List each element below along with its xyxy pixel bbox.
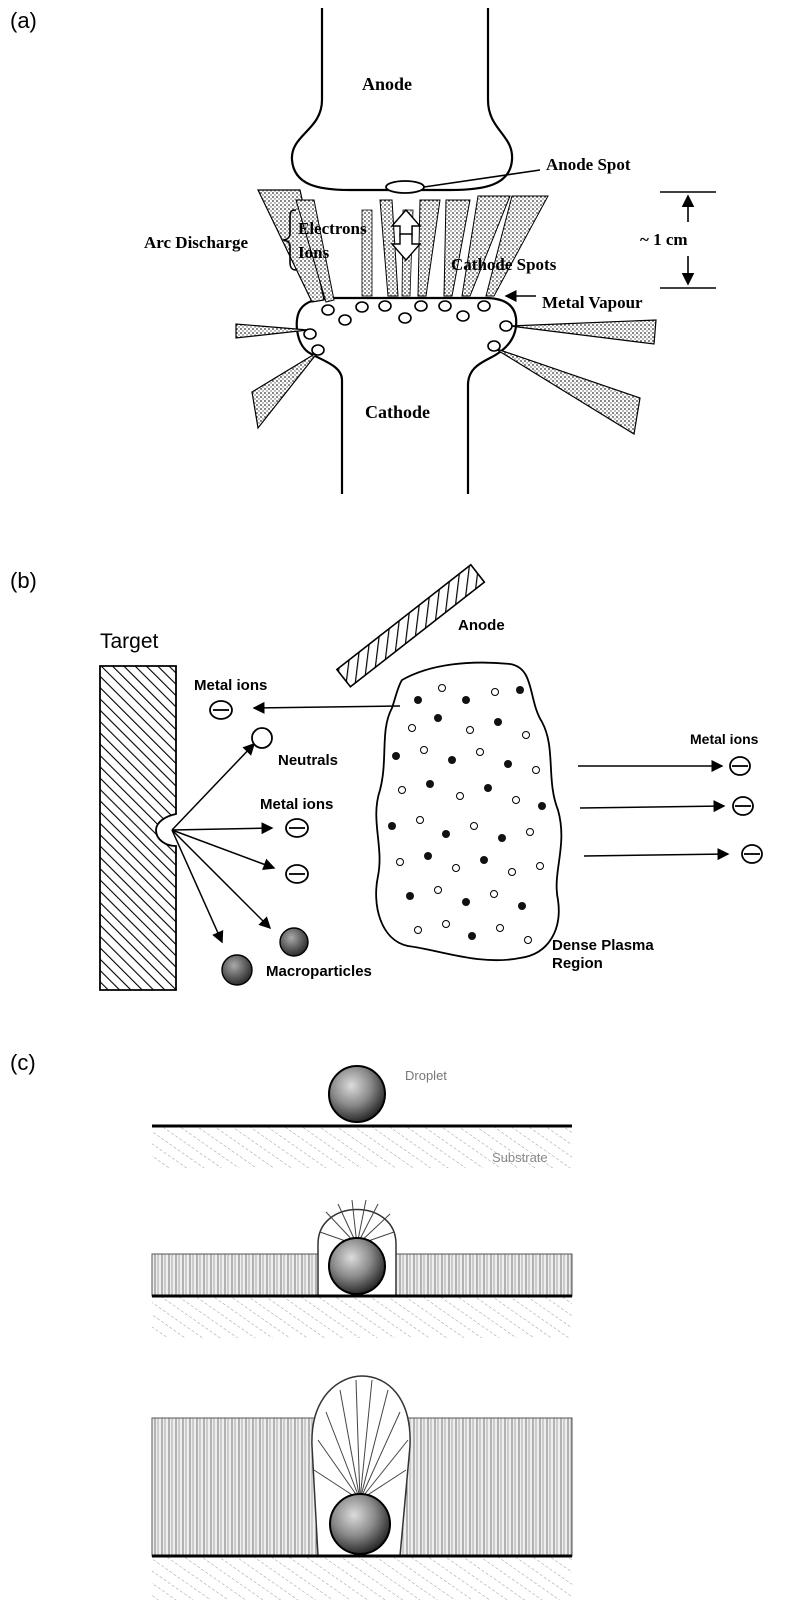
ion-arrow: [392, 234, 420, 260]
ions-label: Ions: [298, 243, 330, 262]
metal-ions-mid-label: Metal ions: [260, 796, 333, 813]
electron-arrow: [392, 210, 420, 236]
macroparticles-label: Macroparticles: [266, 963, 372, 980]
substrate-label: Substrate: [492, 1150, 548, 1165]
dense-plasma-label: Dense Plasma: [552, 937, 654, 954]
cathode-spots-label: Cathode Spots: [451, 255, 557, 274]
dense-plasma-region: [376, 663, 561, 961]
panel-a-label: (a): [10, 8, 37, 33]
scale-label: ~ 1 cm: [640, 230, 688, 249]
anode-electrode: [292, 8, 512, 190]
panel-c-label: (c): [10, 1050, 36, 1075]
droplet-1: [329, 1066, 385, 1122]
metal-vapour-label: Metal Vapour: [542, 293, 643, 312]
anode-spot: [386, 181, 424, 193]
target-label: Target: [100, 630, 159, 653]
macroparticle: [280, 928, 308, 956]
cathode-spots: [304, 301, 512, 355]
substrate-2: [152, 1296, 572, 1338]
electrons-label: Electrons: [298, 219, 367, 238]
region-label: Region: [552, 955, 603, 972]
arc-discharge-label: Arc Discharge: [144, 233, 248, 252]
neutral-atom: [252, 728, 272, 748]
anode-label: Anode: [362, 74, 412, 94]
anode-spot-label: Anode Spot: [546, 155, 631, 174]
anode-b-label: Anode: [458, 617, 505, 634]
metal-ions-right-label: Metal ions: [690, 731, 759, 747]
droplet-label: Droplet: [405, 1068, 447, 1083]
metal-ions-top-label: Metal ions: [194, 677, 267, 694]
macroparticle: [222, 955, 252, 985]
anode-spot-leader: [424, 170, 540, 187]
panel-b-label: (b): [10, 568, 37, 593]
neutrals-label: Neutrals: [278, 752, 338, 769]
droplet-2: [329, 1238, 385, 1294]
substrate-3: [152, 1556, 572, 1600]
cathode-electrode: [297, 298, 516, 494]
droplet-3: [330, 1494, 390, 1554]
target-block: [100, 666, 176, 990]
cathode-label: Cathode: [365, 402, 430, 422]
